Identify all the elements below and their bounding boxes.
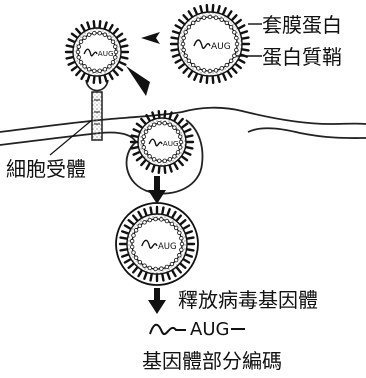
cell-receptor [86, 80, 108, 140]
genome-rna-legend: AUG [148, 318, 245, 340]
rna-tail-icon [231, 324, 245, 334]
cell-receptor-label: 細胞受體 [6, 158, 86, 180]
arrow-release [148, 288, 166, 314]
virion-bound: AUG [66, 21, 128, 83]
genome-encodes-label: 基因體部分編碼 [142, 350, 282, 372]
envelope-protein-label: 套膜蛋白 [262, 14, 342, 36]
codon-label-small: AUG [211, 42, 231, 52]
virion-free: AUG [171, 5, 249, 83]
matrix-protein-label: 蛋白質鞘 [262, 46, 342, 68]
release-genome-label: 釋放病毒基因體 [178, 289, 318, 311]
arrow-approach [141, 32, 160, 44]
codon-label-small: AUG [98, 49, 114, 58]
arrow-bind [126, 66, 150, 96]
codon-label-small: AUG [158, 242, 177, 252]
endosome-virion: AUG [116, 203, 198, 285]
arrow-internalize [148, 176, 166, 204]
codon-text: AUG [190, 319, 229, 340]
virion-budding: AUG [131, 111, 193, 173]
rna-strand-icon [148, 318, 188, 340]
codon-label-small: AUG [163, 139, 179, 148]
